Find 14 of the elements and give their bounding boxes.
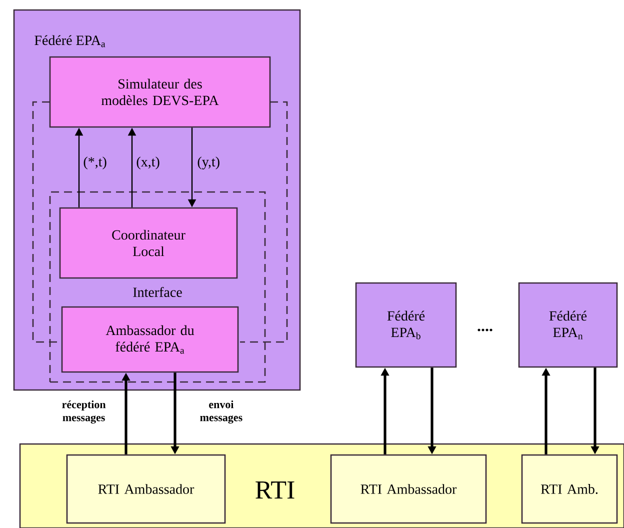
- simulator-box: Simulateur des modèles DEVS-EPA: [49, 56, 271, 128]
- ambassador-box: Ambassador du fédéré EPA$_{a}$: [61, 306, 239, 373]
- rti-ambassador-box: RTI Ambassador: [330, 454, 487, 524]
- edge-label: envoi messages: [200, 400, 242, 424]
- edge-label: réception messages: [62, 400, 106, 424]
- federate-box: Fédéré EPA$_{n}$: [518, 282, 618, 368]
- edge-label: (y,t): [198, 156, 220, 170]
- ellipsis: ....: [478, 328, 492, 332]
- edge-label: (x,t): [136, 156, 160, 170]
- rti-ambassador-box: RTI Amb.: [521, 454, 618, 524]
- edge-label: (*,t): [84, 156, 106, 170]
- coordinator-box: Coordinateur Local: [59, 207, 238, 279]
- rti-ambassador-box: RTI Ambassador: [66, 454, 226, 524]
- federate-box: Fédéré EPA$_{b}$: [355, 282, 457, 368]
